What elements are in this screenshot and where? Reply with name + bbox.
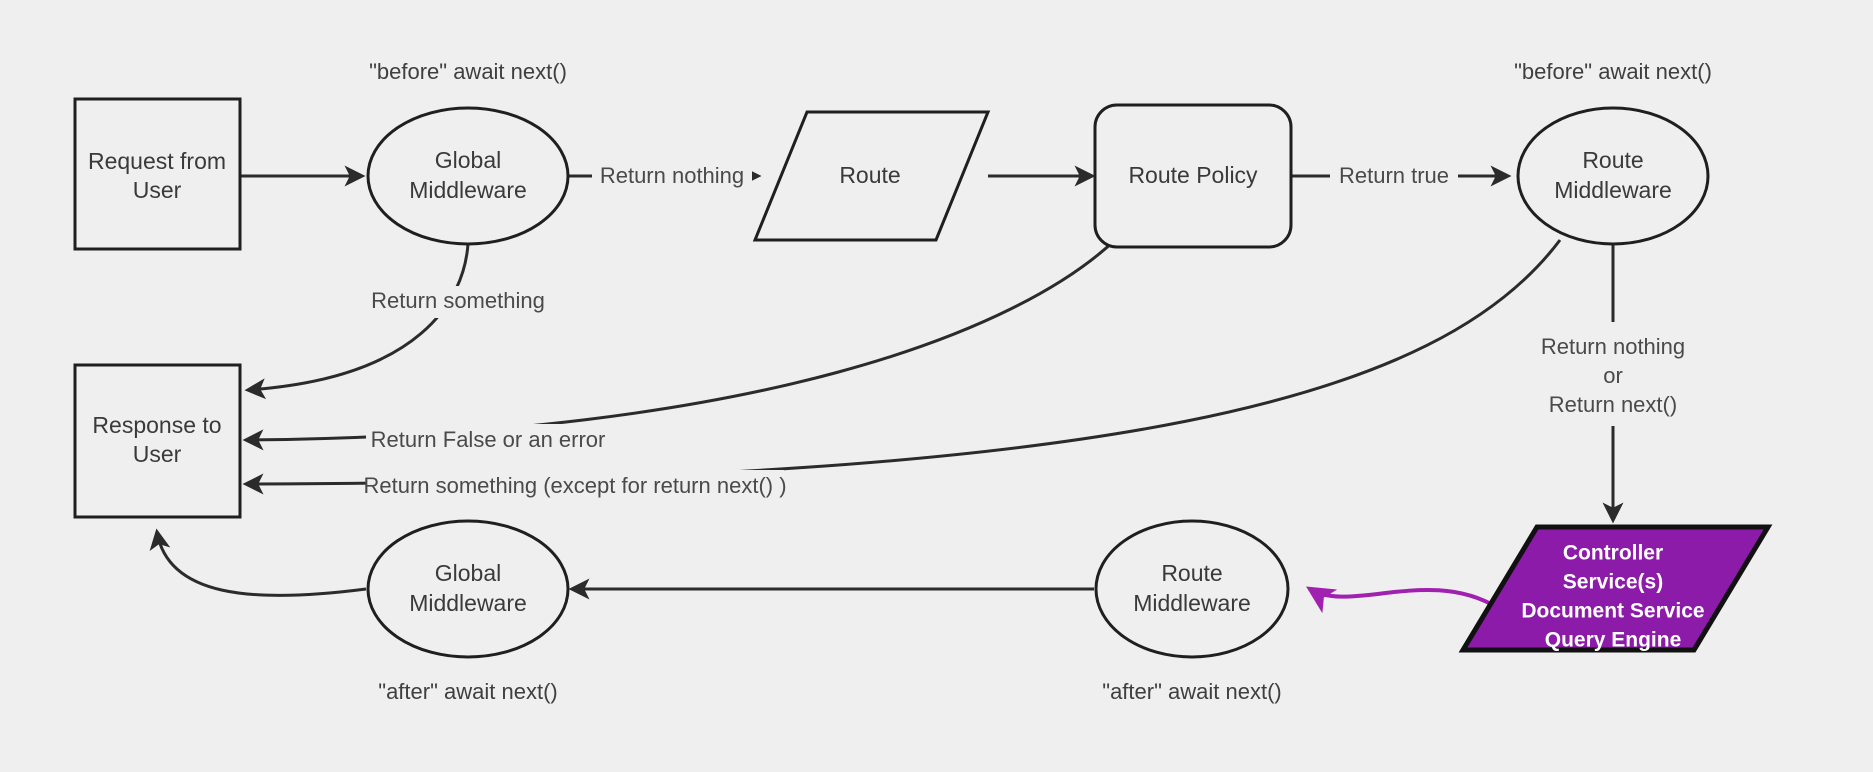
node-label-line1: Global bbox=[435, 560, 501, 586]
node-label-line1: Controller bbox=[1563, 542, 1663, 565]
note-before-await-next-left: "before" await next() bbox=[369, 59, 567, 84]
node-shape-ellipse bbox=[1516, 106, 1710, 246]
edge-label-return-something: Return something bbox=[371, 288, 545, 313]
node-shape-ellipse bbox=[366, 106, 570, 246]
node-shape-parallelogram bbox=[752, 110, 991, 242]
edge-route-policy-to-response bbox=[242, 238, 1117, 451]
node-shape-rectangle bbox=[73, 363, 242, 519]
node-request-from-user[interactable]: Request from User bbox=[73, 97, 242, 251]
edge-label-bg-return-nothing bbox=[592, 160, 752, 192]
node-label-line2: Middleware bbox=[409, 177, 527, 203]
edge-label-bg-return-something-except bbox=[366, 470, 784, 502]
node-route-policy[interactable]: Route Policy bbox=[1093, 103, 1293, 249]
node-label-line2: Middleware bbox=[1133, 590, 1251, 616]
edge-label-return-false-or-error: Return False or an error bbox=[371, 427, 606, 452]
node-controller-services[interactable]: Controller Service(s) Document Service Q… bbox=[1458, 524, 1773, 653]
edge-label-bg-return-nothing-or-next bbox=[1530, 330, 1698, 426]
edge-label-bg-return-true bbox=[1330, 160, 1458, 192]
note-after-await-next-right: "after" await next() bbox=[1102, 679, 1281, 704]
node-global-middleware-top[interactable]: Global Middleware bbox=[366, 106, 570, 246]
node-route[interactable]: Route bbox=[752, 110, 991, 242]
node-route-middleware-top[interactable]: Route Middleware bbox=[1516, 106, 1710, 246]
edge-global-middleware-to-response bbox=[244, 243, 470, 400]
node-label-line1: Route bbox=[1582, 147, 1643, 173]
node-label-line1: Route bbox=[1161, 560, 1222, 586]
edge-label-return-something-except: Return something (except for return next… bbox=[363, 473, 786, 498]
edge-label-bg-return-false-or-error bbox=[366, 424, 610, 456]
edge-controller-to-route-middleware-bottom bbox=[1306, 586, 1500, 614]
node-shape-parallelogram-purple bbox=[1458, 524, 1773, 653]
node-label-line1: Response to bbox=[92, 412, 221, 438]
node-shape-ellipse bbox=[366, 519, 570, 659]
node-label-line1: Global bbox=[435, 147, 501, 173]
node-global-middleware-bottom[interactable]: Global Middleware bbox=[366, 519, 570, 659]
edge-label-bg-return-something bbox=[362, 286, 560, 318]
node-label-line2: User bbox=[133, 441, 182, 467]
node-shape-ellipse bbox=[1094, 519, 1290, 659]
node-label-line1: Route bbox=[839, 162, 900, 188]
edge-global-middleware-bottom-to-response bbox=[149, 528, 367, 597]
edge-label-return-nothing-or-next-line2: or bbox=[1603, 363, 1623, 388]
node-label-line1: Request from bbox=[88, 148, 226, 174]
node-shape-rounded-rectangle bbox=[1093, 103, 1293, 249]
edge-label-return-nothing: Return nothing bbox=[600, 163, 744, 188]
node-shape-rectangle bbox=[73, 97, 242, 251]
note-before-await-next-right: "before" await next() bbox=[1514, 59, 1712, 84]
edge-label-return-nothing-or-next-line3: Return next() bbox=[1549, 392, 1677, 417]
node-response-to-user[interactable]: Response to User bbox=[73, 363, 242, 519]
edge-label-return-nothing-or-next-line1: Return nothing bbox=[1541, 334, 1685, 359]
note-after-await-next-left: "after" await next() bbox=[378, 679, 557, 704]
node-route-middleware-bottom[interactable]: Route Middleware bbox=[1094, 519, 1290, 659]
node-label-line1: Route Policy bbox=[1128, 162, 1258, 188]
node-label-line2: Middleware bbox=[409, 590, 527, 616]
edge-label-return-true: Return true bbox=[1339, 163, 1449, 188]
node-label-line2: User bbox=[133, 177, 182, 203]
node-label-line3: Document Service bbox=[1521, 600, 1704, 623]
node-label-line2: Middleware bbox=[1554, 177, 1672, 203]
node-label-line4: Query Engine bbox=[1545, 629, 1682, 652]
node-label-line2: Service(s) bbox=[1563, 571, 1663, 594]
